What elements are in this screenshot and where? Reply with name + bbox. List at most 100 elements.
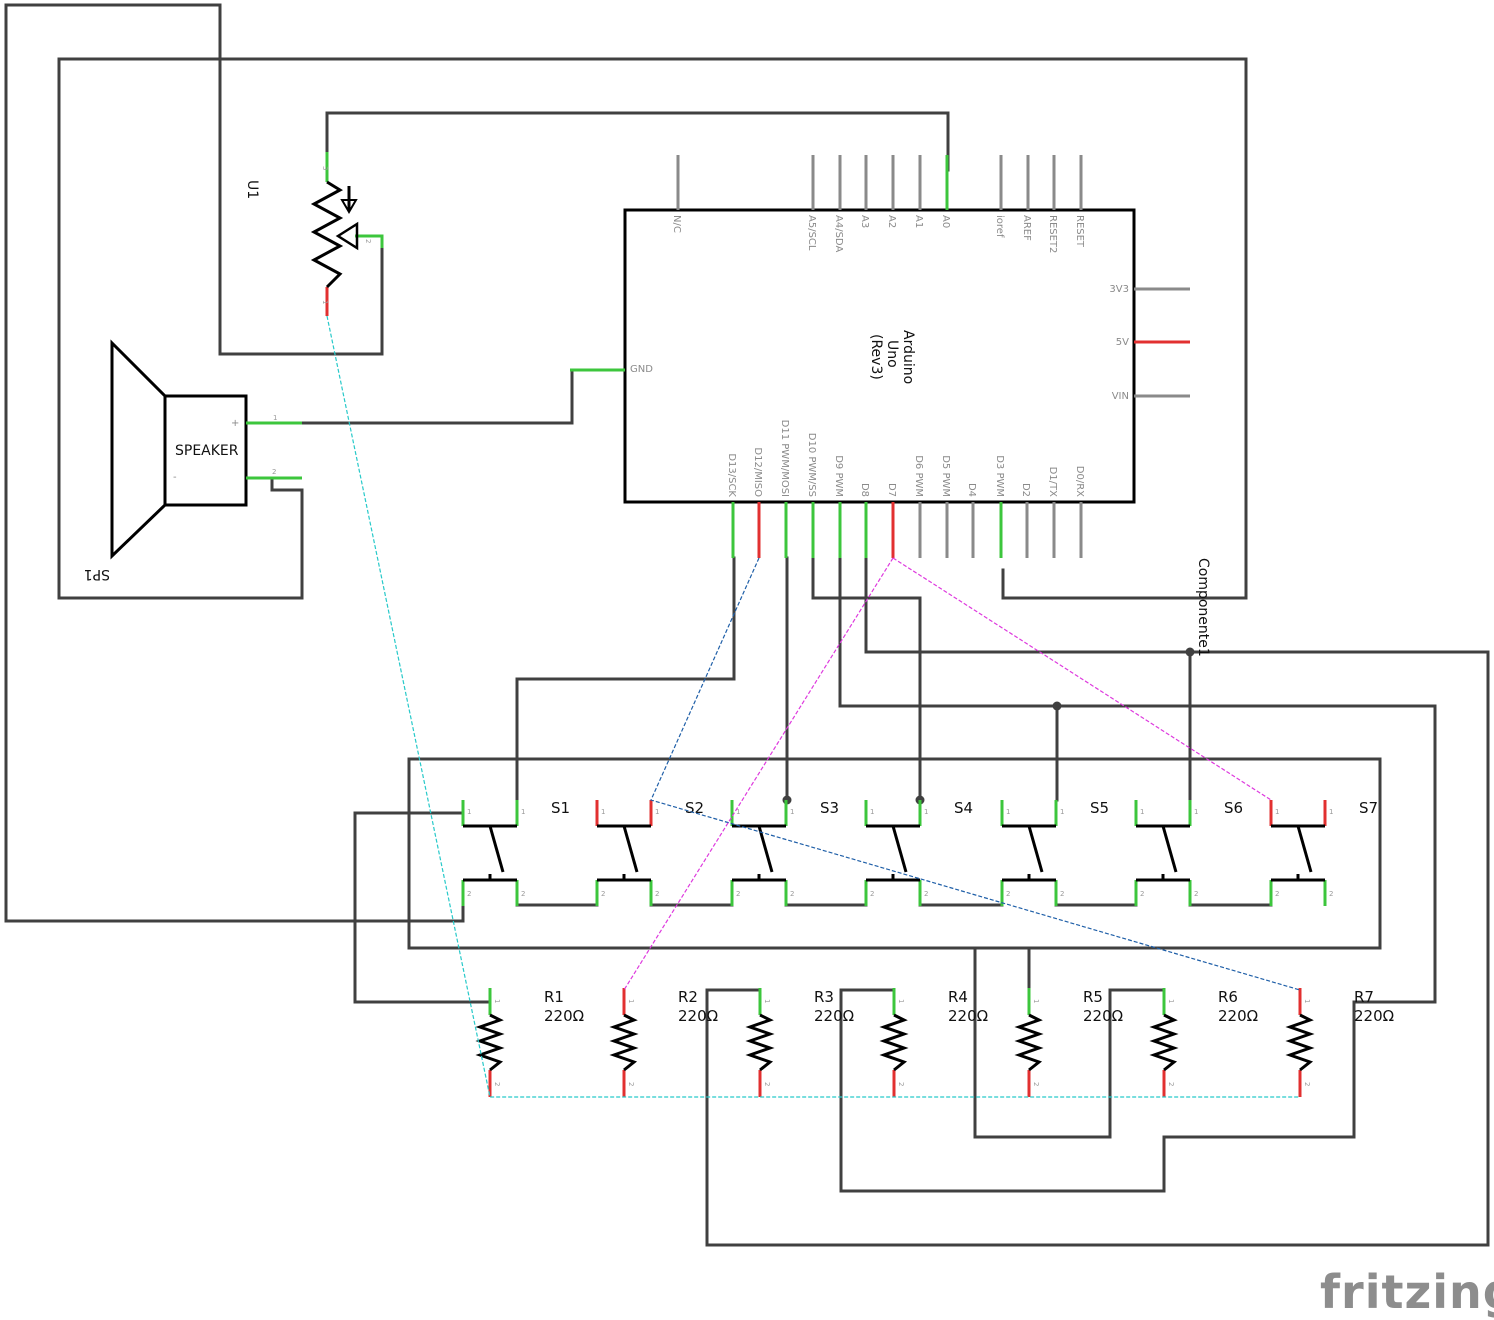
svg-text:1: 1 [1275, 808, 1279, 816]
svg-text:2: 2 [763, 1082, 771, 1086]
resistor-value: 220Ω [1354, 1007, 1394, 1025]
resistor-ref: R3 [814, 988, 834, 1006]
svg-text:2: 2 [655, 890, 659, 898]
pin-label: AREF [1021, 215, 1032, 241]
svg-text:1: 1 [736, 808, 740, 816]
pin-label: D1/TX [1047, 467, 1058, 498]
potentiometer-u1[interactable]: 3 1 2 U1 [244, 152, 384, 316]
resistor-zigzag [475, 1013, 505, 1072]
wire[interactable] [57, 57, 1248, 600]
resistor-zigzag [879, 1013, 909, 1072]
resistor-ref: R4 [948, 988, 968, 1006]
resistor-value: 220Ω [814, 1007, 854, 1025]
wire[interactable] [300, 893, 465, 923]
resistor-zigzag [1149, 1013, 1179, 1072]
wire[interactable] [296, 368, 574, 425]
resistor-ref: R5 [1083, 988, 1103, 1006]
wire[interactable] [839, 988, 1356, 1193]
switch-lever [1027, 825, 1044, 873]
svg-text:1: 1 [321, 300, 329, 304]
junctions [782, 647, 1195, 805]
svg-text:2: 2 [364, 239, 372, 243]
pin-label: A0 [940, 215, 951, 228]
arduino-name: Arduino [900, 330, 916, 384]
pin-label: A4/SDA [833, 215, 844, 252]
wire[interactable] [353, 811, 492, 1004]
speaker-sp1[interactable]: SPEAKER + - 1 2 SP1 [84, 339, 302, 582]
arduino-uno[interactable]: N/C A5/SCL A4/SDA A3 A2 A1 A0 ioref AREF… [570, 155, 1190, 558]
pot-arrow-head [340, 199, 358, 214]
resistor-ref: R2 [678, 988, 698, 1006]
svg-text:2: 2 [1060, 890, 1064, 898]
wire[interactable] [838, 556, 1437, 1004]
pin-label: N/C [671, 215, 682, 233]
resistor-zigzag [1285, 1013, 1315, 1072]
pin-label: D7 [886, 483, 897, 497]
pin-label: VIN [1112, 391, 1129, 402]
svg-text:1: 1 [627, 999, 635, 1003]
pin-label: D8 [859, 483, 870, 497]
svg-text:+: + [231, 418, 239, 429]
speaker-ref: SP1 [84, 566, 110, 582]
pin-label: D12/MISO [752, 447, 763, 497]
pin-label: 3V3 [1109, 284, 1129, 295]
svg-text:2: 2 [736, 890, 740, 898]
resistor-ref: R1 [544, 988, 564, 1006]
speaker-label: SPEAKER [175, 443, 239, 459]
resistor-value: 220Ω [948, 1007, 988, 1025]
speaker-body [163, 394, 248, 507]
wire[interactable] [4, 3, 304, 923]
resistor-zigzag [1014, 1013, 1044, 1072]
svg-text:1: 1 [1329, 808, 1333, 816]
svg-text:2: 2 [627, 1082, 635, 1086]
svg-text:2: 2 [790, 890, 794, 898]
wires [4, 3, 1490, 1247]
svg-text:1: 1 [870, 808, 874, 816]
svg-text:1: 1 [1060, 808, 1064, 816]
svg-text:1: 1 [521, 808, 525, 816]
switch-ref: S3 [820, 799, 839, 817]
pin-label: GND [630, 364, 653, 375]
pin-label: RESET2 [1047, 215, 1058, 253]
pot-zigzag [310, 180, 344, 289]
ratsnest-line [892, 557, 1272, 801]
svg-text:1: 1 [1194, 808, 1198, 816]
svg-text:2: 2 [1329, 890, 1333, 898]
wire[interactable] [325, 111, 950, 172]
pin-label: ioref [994, 215, 1005, 238]
svg-text:3: 3 [321, 166, 329, 170]
switch-lever [1161, 825, 1178, 873]
pin-label: D0/RX [1074, 466, 1085, 497]
svg-text:-: - [173, 472, 177, 483]
fritzing-logo: fritzing [1320, 1265, 1494, 1319]
resistor-zigzag [745, 1013, 775, 1072]
wire[interactable] [407, 757, 1382, 950]
pin-label: D13/SCK [726, 453, 737, 497]
svg-text:2: 2 [924, 890, 928, 898]
arduino-name: Uno [884, 340, 900, 368]
wire[interactable] [705, 556, 1490, 1247]
wire[interactable] [218, 3, 384, 356]
pot-pin2[interactable] [355, 234, 384, 248]
wire[interactable] [57, 476, 304, 600]
wire[interactable] [973, 946, 1166, 1139]
switch-ref: S7 [1359, 799, 1378, 817]
wire[interactable] [515, 556, 736, 802]
pin-label: A2 [886, 215, 897, 228]
junction-dot [1052, 701, 1062, 711]
svg-text:1: 1 [1140, 808, 1144, 816]
